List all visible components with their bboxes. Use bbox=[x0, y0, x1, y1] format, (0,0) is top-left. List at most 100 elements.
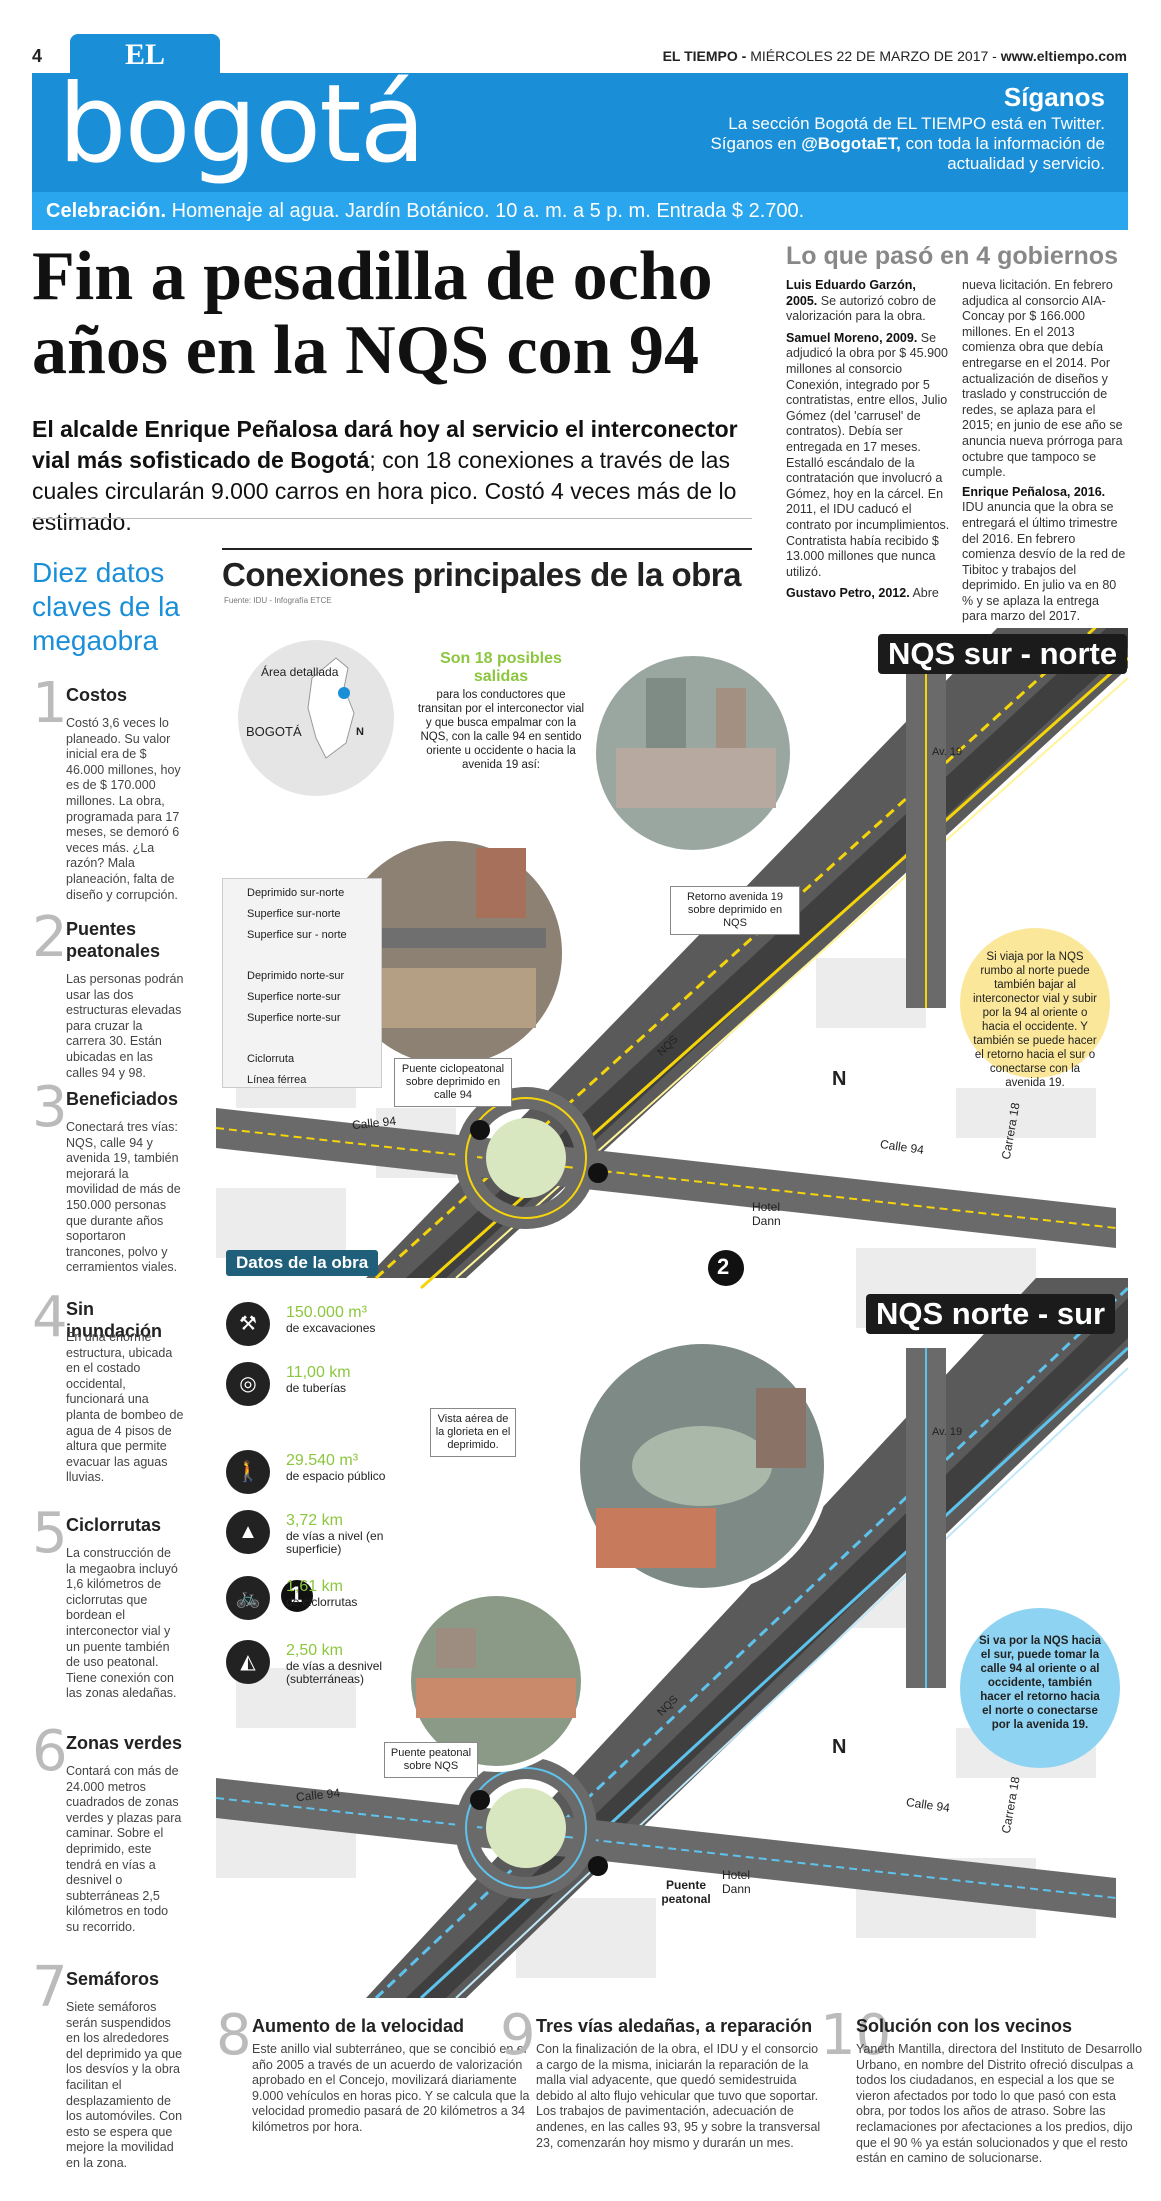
dato-title: Puentes peatonales bbox=[66, 919, 161, 961]
pipe-icon: ◎ bbox=[226, 1362, 270, 1406]
twitter-handle[interactable]: @BogotaET, bbox=[801, 134, 901, 153]
legend-item: Línea férrea bbox=[247, 1074, 307, 1086]
markers bbox=[281, 1120, 744, 1876]
dato-body: Conectará tres vías: NQS, calle 94 y ave… bbox=[66, 1120, 181, 1275]
stat-label: de vías a nivel (en superficie) bbox=[286, 1529, 384, 1556]
dato-number: 10 bbox=[820, 2003, 892, 2068]
dateline-url[interactable]: www.eltiempo.com bbox=[1000, 48, 1127, 64]
legend-item: Superfice norte-sur bbox=[247, 1012, 341, 1024]
governments-column-1: Luis Eduardo Garzón, 2005. Se autorizó c… bbox=[786, 278, 950, 602]
note-yellow: Si viaja por la NQS rumbo al norte puede… bbox=[960, 928, 1110, 1089]
dato-title: Ciclorrutas bbox=[66, 1515, 162, 1535]
gov-name: Enrique Peñalosa, 2016. bbox=[962, 484, 1106, 499]
legend-item: Deprimido sur-norte bbox=[247, 887, 345, 899]
calle94-bottom bbox=[216, 1757, 1117, 1918]
datos-title: Diez datos claves de la megaobra bbox=[32, 557, 180, 656]
gov-text: Se adjudicó la obra por $ 45.900 millone… bbox=[786, 330, 950, 579]
dato-body: Las personas podrán usar las dos estruct… bbox=[66, 972, 184, 1080]
section-banner bbox=[32, 73, 1128, 196]
gov-entry: Enrique Peñalosa, 2016. IDU anuncia que … bbox=[962, 485, 1126, 625]
infographic-source: Fuente: IDU - Infografía ETCE bbox=[224, 596, 332, 605]
dateline-date: MIÉRCOLES 22 DE MARZO DE 2017 - bbox=[746, 48, 1001, 64]
dato-number: 8 bbox=[216, 2003, 252, 2068]
callout-ciclopeatonal: Puente ciclopeatonal sobre deprimido en … bbox=[394, 1058, 512, 1107]
dato-number: 6 bbox=[32, 1719, 68, 1784]
infographic: Área detallada BOGOTÁ N Son 18 posibles … bbox=[216, 628, 1128, 1998]
map-city-label: BOGOTÁ bbox=[246, 724, 302, 739]
photo-ciclopeatonal bbox=[332, 835, 568, 1071]
label-hotel: Hotel Dann bbox=[752, 1200, 781, 1228]
gov-entry: nueva licitación. En febrero adjudica al… bbox=[962, 278, 1126, 481]
page-number: 4 bbox=[32, 46, 43, 66]
callout-puente: Puente peatonal sobre NQS bbox=[384, 1742, 478, 1778]
legend-item: Superfice sur - norte bbox=[247, 929, 347, 941]
dato-body: Yaneth Mantilla, directora del Instituto… bbox=[856, 2042, 1143, 2166]
dato-number: 1 bbox=[32, 671, 68, 736]
north-arrow: N bbox=[832, 1068, 847, 1090]
siganos-title: Síganos bbox=[1003, 82, 1105, 112]
dato-body: Costó 3,6 veces lo planeado. Su valor in… bbox=[66, 716, 181, 902]
dato-body: Contará con más de 24.000 metros cuadrad… bbox=[66, 1764, 182, 1934]
gov-text: IDU anuncia que la obra se entregará el … bbox=[962, 500, 1126, 624]
stat-label: de espacio público bbox=[286, 1469, 386, 1483]
callout-retorno: Retorno avenida 19 sobre deprimido en NQ… bbox=[670, 886, 800, 935]
marker-1-label: 1 bbox=[290, 1582, 303, 1607]
label-puente-peatonal: Puente peatonal bbox=[661, 1878, 711, 1906]
governments-column-2: nueva licitación. En febrero adjudica al… bbox=[962, 278, 1126, 625]
dato-title: Solución con los vecinos bbox=[856, 2016, 1073, 2036]
datos-obra-title: Datos de la obra bbox=[226, 1250, 379, 1276]
stat-value: 11,00 km bbox=[286, 1364, 351, 1381]
photo-retorno bbox=[590, 650, 796, 856]
salidas-text: para los conductores que transitan por e… bbox=[417, 689, 585, 771]
tag-norte-sur: NQS norte - sur bbox=[866, 1294, 1116, 1334]
note-blue: Si va por la NQS hacia el sur, puede tom… bbox=[960, 1608, 1120, 1768]
section-title: bogotá bbox=[58, 62, 426, 187]
stat-value: 1,61 km bbox=[286, 1578, 343, 1595]
dato-title: Zonas verdes bbox=[66, 1733, 183, 1753]
stat-value: 150.000 m³ bbox=[286, 1304, 367, 1321]
label-hotel-b: Hotel Dann bbox=[722, 1868, 751, 1896]
bicycle-icon: 🚲 bbox=[226, 1576, 270, 1620]
gov-text: nueva licitación. En febrero adjudica al… bbox=[962, 278, 1123, 480]
excavation-icon: ⚒ bbox=[226, 1302, 270, 1346]
legend-item: Ciclorruta bbox=[247, 1053, 295, 1065]
lede-rest: ; con 18 conexiones a través de las cual… bbox=[32, 447, 737, 535]
stat-label: de vías a desnivel (subterráneas) bbox=[286, 1659, 383, 1686]
legend-gap bbox=[247, 946, 377, 966]
dato-title: Tres vías aledañas, a reparación bbox=[536, 2016, 813, 2036]
dato-body: La construcción de la megaobra incluyó 1… bbox=[66, 1546, 178, 1701]
legend-item: Superfice sur-norte bbox=[247, 908, 341, 920]
dato-body: Este anillo vial subterráneo, que se con… bbox=[252, 2042, 530, 2134]
dato-body: En una enorme estructura, ubicada en el … bbox=[66, 1330, 184, 1485]
headline: Fin a pesadilla de ocho años en la NQS c… bbox=[32, 238, 713, 389]
stat-value: 29.540 m³ bbox=[286, 1452, 359, 1469]
gov-name: Luis Eduardo Garzón, 2005. bbox=[786, 278, 916, 308]
gov-entry: Luis Eduardo Garzón, 2005. Se autorizó c… bbox=[786, 278, 950, 325]
dato-body: Siete semáforos serán suspendidos en los… bbox=[66, 2000, 183, 2170]
dato-title: Costos bbox=[66, 685, 128, 705]
celebration-label: Celebración. bbox=[46, 200, 167, 222]
locator-dot bbox=[338, 687, 350, 699]
siganos-text: La sección Bogotá de EL TIEMPO está en T… bbox=[710, 114, 1105, 153]
label-av19: Av. 19 bbox=[932, 746, 963, 758]
stat-label: de tuberías bbox=[286, 1381, 347, 1395]
dato-number: 4 bbox=[32, 1285, 68, 1350]
dato-title: Aumento de la velocidad bbox=[252, 2016, 465, 2036]
dato-number: 5 bbox=[32, 1501, 68, 1566]
photo-vista bbox=[574, 1338, 830, 1594]
callout-vista: Vista aérea de la glorieta en el deprimi… bbox=[430, 1408, 516, 1457]
dato-title: Semáforos bbox=[66, 1969, 160, 1989]
gov-entry: Gustavo Petro, 2012. Abre bbox=[786, 586, 950, 602]
calle94-top bbox=[216, 1087, 1117, 1248]
dato-title: Beneficiados bbox=[66, 1089, 179, 1109]
